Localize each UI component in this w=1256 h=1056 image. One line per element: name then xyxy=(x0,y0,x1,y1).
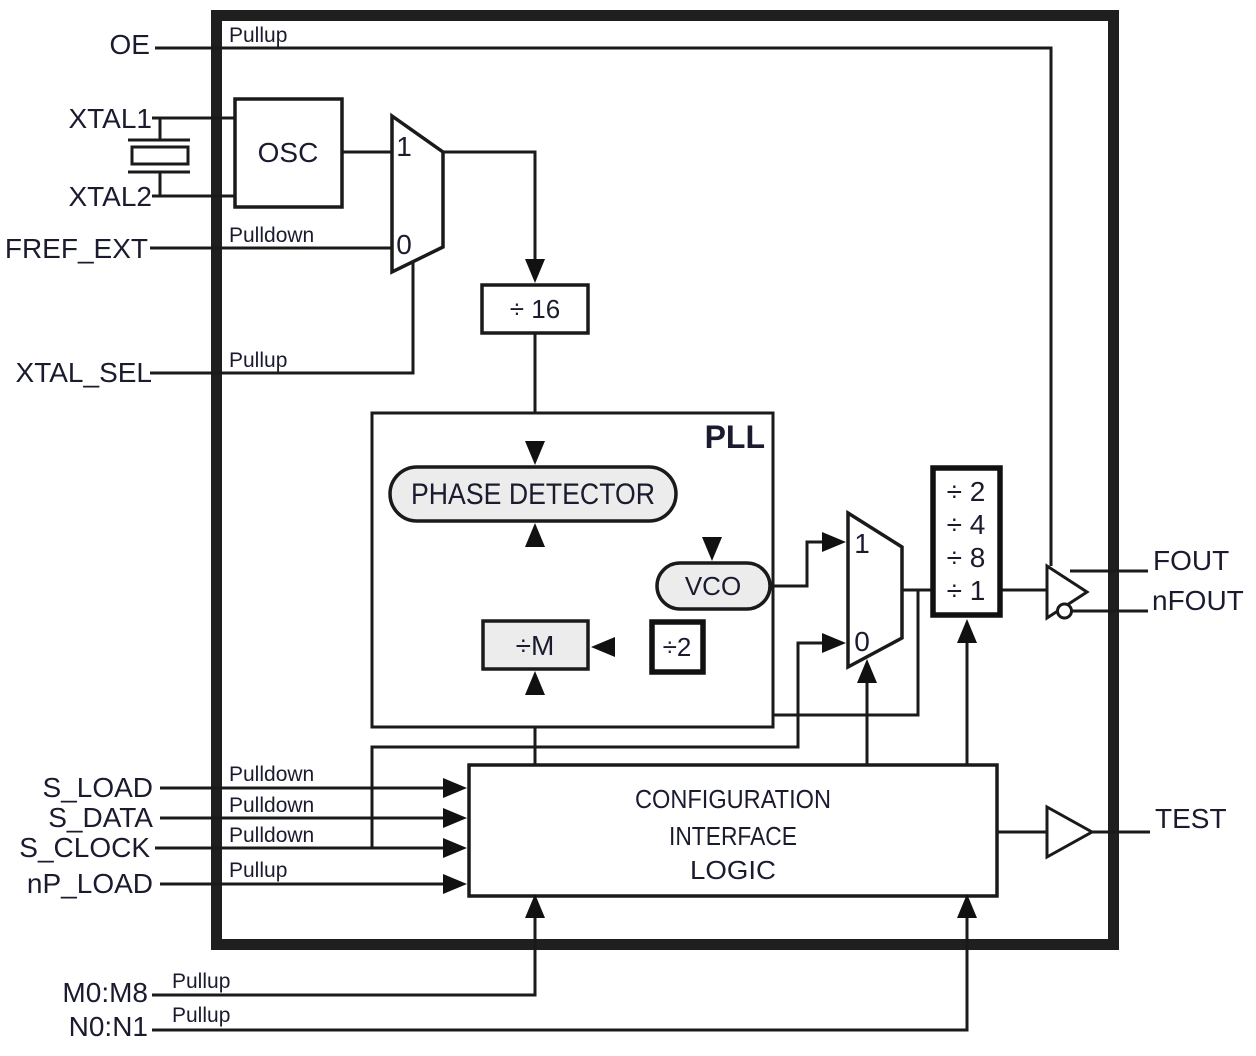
output-divider-block xyxy=(930,465,1003,618)
arrow-m0-m8 xyxy=(525,894,545,918)
refmux-input-1-label: 1 xyxy=(396,131,412,162)
wire-m0-m8 xyxy=(152,916,537,997)
pin-label-s-data: S_DATA xyxy=(48,802,153,833)
pin-label-s-load: S_LOAD xyxy=(43,772,154,803)
arrow-into-divsel xyxy=(957,619,977,643)
pll-label: PLL xyxy=(705,419,765,455)
pin-label-fref-ext: FREF_EXT xyxy=(5,233,148,264)
wire-sclock-to-mux0 xyxy=(370,641,822,848)
phase-detector-label: PHASE DETECTOR xyxy=(411,478,655,511)
arrow-into-pd-bottom xyxy=(525,523,545,547)
pull-label-oe: Pullup xyxy=(229,24,287,47)
chip-boundary xyxy=(211,10,1119,950)
pin-label-s-clock: S_CLOCK xyxy=(19,832,150,863)
arrow-into-vco xyxy=(702,537,722,561)
pin-label-n0-n1: N0:N1 xyxy=(69,1011,148,1042)
wire-vco-out xyxy=(770,540,822,588)
outmux-input-1-label: 1 xyxy=(854,528,870,559)
output-divider-row-2: ÷ 4 xyxy=(947,509,986,540)
arrow-into-muxsel xyxy=(857,659,877,683)
config-label-line1: CONFIGURATION xyxy=(635,784,831,814)
outmux-input-0-label: 0 xyxy=(854,626,870,657)
pull-label-s-data: Pulldown xyxy=(229,794,314,817)
arrow-n0-n1 xyxy=(957,894,977,918)
wire-n0-n1 xyxy=(152,916,969,1032)
div16-block xyxy=(480,283,590,335)
vco-block xyxy=(655,561,772,611)
pull-label-s-clock: Pulldown xyxy=(229,824,314,847)
pin-label-xtal2: XTAL2 xyxy=(68,181,152,212)
arrow-into-divm-right xyxy=(591,637,615,657)
div16-label: ÷ 16 xyxy=(510,294,560,324)
arrow-s-clock xyxy=(443,838,467,858)
pull-label-s-load: Pulldown xyxy=(229,763,314,786)
output-divider-row-1: ÷ 2 xyxy=(947,476,986,507)
osc-label: OSC xyxy=(258,137,319,168)
pull-label-np-load: Pullup xyxy=(229,859,287,882)
refmux-input-0-label: 0 xyxy=(396,229,412,260)
pull-label-n0-n1: Pullup xyxy=(172,1004,230,1027)
pull-label-xtal-sel: Pullup xyxy=(229,349,287,372)
output-divider-row-4: ÷ 1 xyxy=(947,575,986,606)
pin-label-np-load: nP_LOAD xyxy=(27,868,153,899)
arrow-np-load xyxy=(443,874,467,894)
crystal-leads xyxy=(128,118,190,196)
arrow-into-mux1-input xyxy=(822,532,846,552)
inverter-bubble-icon xyxy=(1056,602,1073,620)
output-mux xyxy=(846,509,904,670)
reference-mux xyxy=(390,112,445,275)
wire-oe xyxy=(155,46,1053,566)
arrow-into-pd-top xyxy=(525,441,545,465)
output-divider-row-3: ÷ 8 xyxy=(947,542,986,573)
div2-block xyxy=(649,619,706,675)
crystal-icon xyxy=(130,145,190,166)
config-label-line3: LOGIC xyxy=(690,855,776,885)
wire-xtal-sel xyxy=(150,262,415,375)
pin-label-nfout: nFOUT xyxy=(1152,585,1244,616)
arrow-into-mux0-input xyxy=(822,633,846,653)
pin-label-xtal-sel: XTAL_SEL xyxy=(16,357,152,388)
arrow-s-load xyxy=(443,778,467,798)
arrow-into-divm-bottom xyxy=(525,671,545,695)
div-m-label: ÷M xyxy=(516,630,555,661)
pin-label-xtal1: XTAL1 xyxy=(68,103,152,134)
osc-block xyxy=(233,97,344,209)
phase-detector-block xyxy=(388,465,678,523)
pull-label-m0-m8: Pullup xyxy=(172,970,230,993)
pin-label-oe: OE xyxy=(110,29,150,60)
pin-label-fout: FOUT xyxy=(1153,545,1229,576)
pull-label-fref-ext: Pulldown xyxy=(229,224,314,247)
pin-label-test: TEST xyxy=(1155,803,1227,834)
div-m-block xyxy=(481,619,590,671)
arrow-s-data xyxy=(443,808,467,828)
pin-label-m0-m8: M0:M8 xyxy=(62,977,148,1008)
vco-label: VCO xyxy=(685,571,741,601)
test-buffer xyxy=(1045,804,1096,860)
config-label-line2: INTERFACE xyxy=(669,821,797,851)
div2-label: ÷2 xyxy=(663,632,692,662)
wire-refmux-out xyxy=(443,150,537,259)
config-logic-block xyxy=(467,763,999,898)
arrow-into-div16 xyxy=(525,259,545,283)
